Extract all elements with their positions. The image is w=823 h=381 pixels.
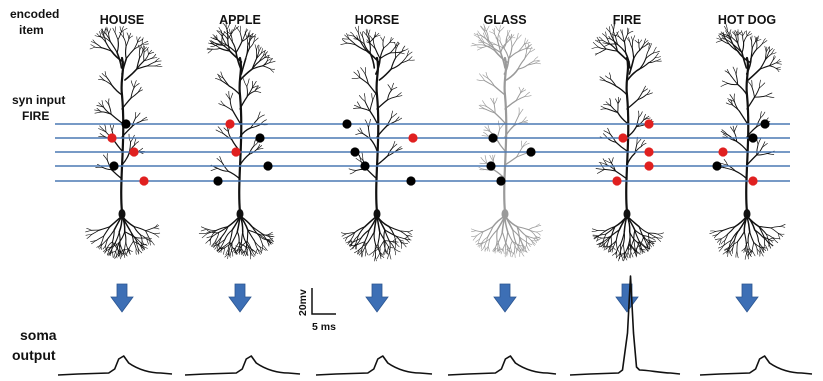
- encoded-item-label-line-1: encoded: [10, 7, 59, 21]
- neuron-glass: [471, 24, 543, 258]
- soma-trace-apple: [185, 356, 300, 375]
- item-name-horse: HORSE: [355, 13, 399, 27]
- encoded-item-label-line-2: item: [19, 23, 44, 37]
- synapse-horse-2: [408, 133, 417, 142]
- synapse-horse-5: [406, 176, 415, 185]
- synapse-fire-4: [644, 161, 653, 170]
- synapse-glass-2: [526, 147, 535, 156]
- synapse-hot-dog-5: [748, 176, 757, 185]
- soma-trace-group: [58, 276, 812, 375]
- arrow-group: [111, 284, 758, 312]
- synapse-fire-3: [644, 147, 653, 156]
- item-name-fire: FIRE: [613, 13, 641, 27]
- synapse-hot-dog-3: [718, 147, 727, 156]
- scale-bar: 20mv 5 ms: [297, 288, 336, 333]
- scale-bar-voltage-label: 20mv: [297, 289, 309, 316]
- arrow-down-icon: [494, 284, 516, 312]
- synapse-horse-1: [342, 119, 351, 128]
- synapse-hot-dog-2: [748, 133, 757, 142]
- syn-input-label: syn input FIRE: [12, 93, 65, 123]
- item-name-hot-dog: HOT DOG: [718, 13, 776, 27]
- soma-trace-house: [58, 356, 172, 375]
- syn-input-label-line-2: FIRE: [22, 109, 49, 123]
- neuron-hot-dog: [710, 24, 786, 259]
- item-name-house: HOUSE: [100, 13, 144, 27]
- synapse-house-3: [129, 147, 138, 156]
- arrow-down-icon: [616, 284, 638, 312]
- synapse-horse-3: [350, 147, 359, 156]
- arrow-down-icon: [736, 284, 758, 312]
- synapse-glass-1: [488, 133, 497, 142]
- arrow-down-icon: [229, 284, 251, 312]
- soma-output-label: soma output: [12, 327, 57, 363]
- synapse-house-1: [121, 119, 130, 128]
- syn-input-label-line-1: syn input: [12, 93, 65, 107]
- scale-bar-lines: [312, 288, 336, 314]
- item-name-apple: APPLE: [219, 13, 261, 27]
- encoded-item-label: encoded item: [10, 7, 59, 37]
- arrow-down-icon: [366, 284, 388, 312]
- synapse-glass-4: [496, 176, 505, 185]
- soma-trace-glass: [448, 356, 556, 375]
- scale-bar-time-label: 5 ms: [312, 321, 336, 333]
- arrow-down-icon: [111, 284, 133, 312]
- soma-output-label-line-2: output: [12, 347, 56, 363]
- synapse-fire-2: [618, 133, 627, 142]
- neuron-house: [86, 26, 163, 259]
- synapse-horse-4: [360, 161, 369, 170]
- input-lines: [55, 124, 790, 181]
- soma-trace-horse: [316, 356, 432, 375]
- synapse-glass-3: [486, 161, 495, 170]
- neuron-horse: [341, 26, 415, 261]
- neuron-group: [86, 22, 786, 261]
- synapse-apple-3: [231, 147, 240, 156]
- synapse-house-2: [107, 133, 116, 142]
- synapse-apple-5: [213, 176, 222, 185]
- neuron-fire: [592, 24, 664, 261]
- synapse-apple-2: [255, 133, 264, 142]
- soma-output-label-line-1: soma: [20, 327, 57, 343]
- synapse-fire-5: [612, 176, 621, 185]
- synapse-apple-1: [225, 119, 234, 128]
- synapse-fire-1: [644, 119, 653, 128]
- synapse-house-5: [139, 176, 148, 185]
- synapse-apple-4: [263, 161, 272, 170]
- synapse-house-4: [109, 161, 118, 170]
- item-name-glass: GLASS: [483, 13, 526, 27]
- item-names: HOUSE APPLE HORSE GLASS FIRE HOT DOG: [100, 13, 776, 27]
- synapse-hot-dog-1: [760, 119, 769, 128]
- synapse-hot-dog-4: [712, 161, 721, 170]
- soma-trace-hot-dog: [700, 356, 812, 375]
